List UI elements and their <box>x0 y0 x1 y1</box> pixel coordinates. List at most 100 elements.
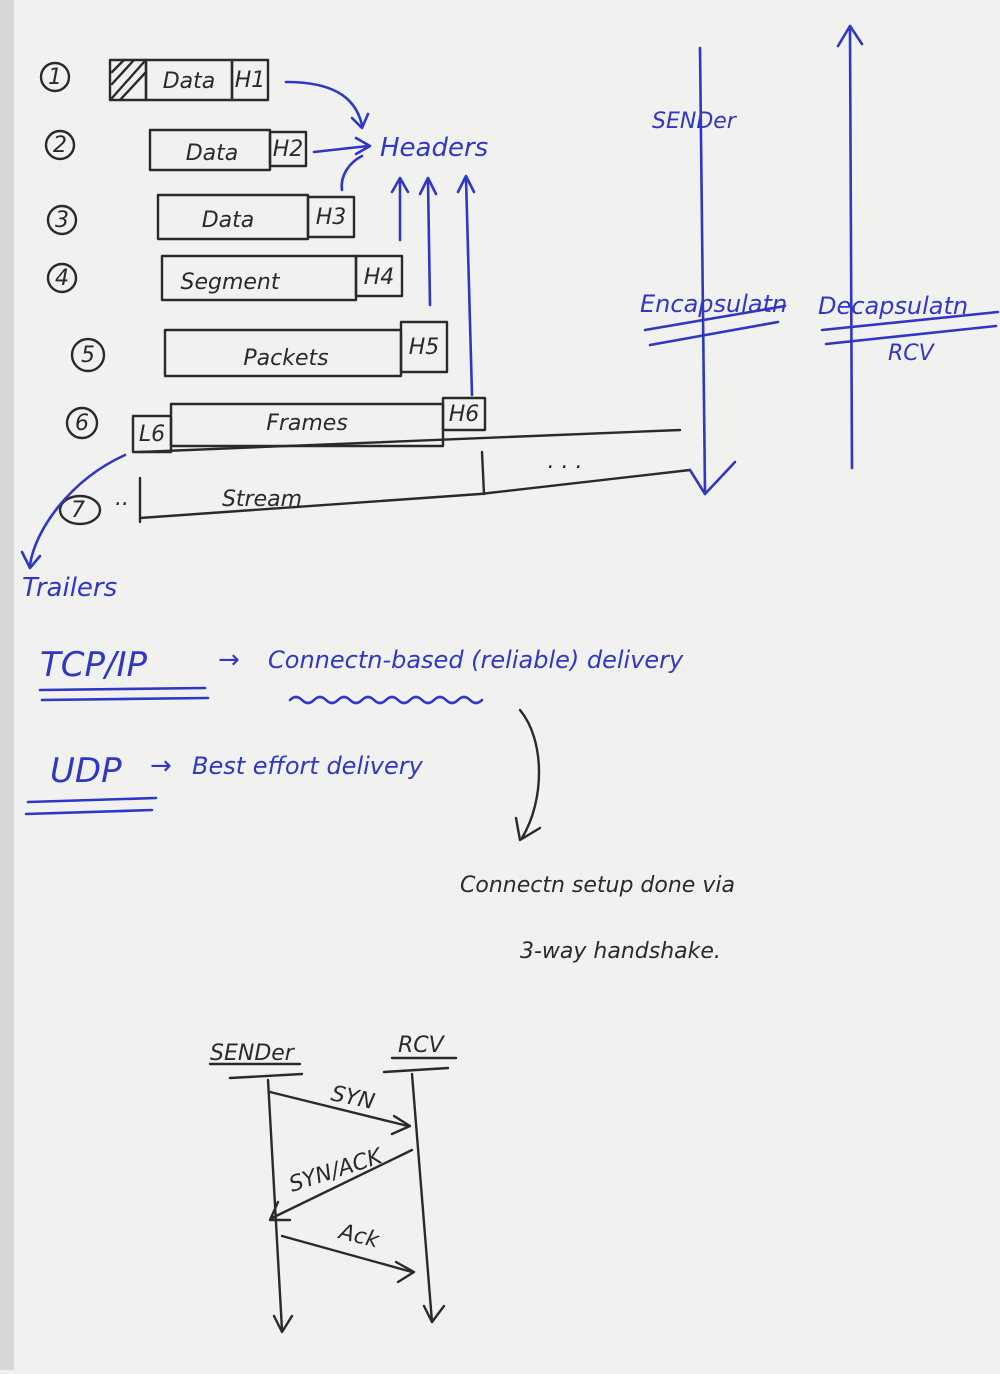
data-unit-label: Packets <box>243 346 328 371</box>
layer-number-circle <box>65 406 99 440</box>
stream-prefix-dots: .. <box>115 486 129 511</box>
layer-number: 4 <box>55 266 69 291</box>
tcp-underline <box>38 686 210 702</box>
layer-number-circle <box>44 129 76 161</box>
layer-number: 3 <box>55 208 69 233</box>
arrow-h6-up <box>464 176 474 397</box>
layer-5-row: 5 Packets H5 <box>70 320 449 378</box>
header-box <box>230 58 270 102</box>
note-line-1: Connectn setup done via <box>460 873 735 898</box>
arrowhead <box>350 112 370 130</box>
data-unit-label: Data <box>186 141 239 166</box>
data-unit-label: Stream <box>222 487 302 512</box>
receiver-bar <box>382 1066 450 1074</box>
arrowhead <box>688 460 737 496</box>
arrowhead <box>390 176 410 194</box>
stream-bottom-edge <box>138 468 692 520</box>
page-edge-shadow <box>0 0 14 1370</box>
layer-6-row: 6 L6 Frames H6 <box>65 396 487 454</box>
layer-number-circle <box>39 61 71 93</box>
layer-number: 5 <box>81 343 95 368</box>
decapsulation-underline <box>820 310 1000 346</box>
syn-arrow <box>268 1090 410 1128</box>
rcv-label: RCV <box>888 341 936 366</box>
headers-label: Headers <box>380 133 488 163</box>
arrow-h5-up <box>426 178 432 307</box>
ack-label: Ack <box>335 1219 383 1254</box>
header-label: H6 <box>449 402 480 427</box>
encapsulation-label: Encapsulatn <box>640 290 787 318</box>
arrowhead <box>354 136 372 156</box>
tcp-label: TCP/IP <box>40 645 147 685</box>
stream-top-edge <box>138 428 682 454</box>
layer-number-circle <box>46 262 78 294</box>
arrowhead <box>456 174 476 194</box>
data-unit-label: Frames <box>266 411 348 436</box>
sender-bar <box>228 1072 304 1080</box>
layer-number-circle <box>70 337 106 373</box>
layer-number-circle <box>58 494 102 526</box>
layer-3-row: 3 Data H3 <box>46 193 356 241</box>
header-label: H3 <box>316 205 347 230</box>
hatch-lines <box>110 58 148 102</box>
arrowhead <box>390 1114 412 1136</box>
decapsulation-label: Decapsulatn <box>818 292 968 320</box>
syn-ack-label: SYN/ACK <box>286 1144 387 1198</box>
trailer-label: L6 <box>139 422 165 447</box>
layer-number: 7 <box>71 498 85 523</box>
header-box <box>354 254 404 298</box>
tcp-squiggle-underline <box>288 695 484 705</box>
layer-1-row: 1 Data H1 <box>39 58 270 102</box>
handshake-receiver-label: RCV <box>398 1033 446 1058</box>
arrowhead <box>418 176 438 196</box>
handshake-sender-label: SENDer <box>210 1041 296 1066</box>
data-unit-label: Data <box>202 208 255 233</box>
tcp-arrow: → <box>218 645 240 675</box>
layer-7-row: 7 .. Stream . . . <box>58 428 692 526</box>
arrowhead <box>268 1200 292 1222</box>
receiver-timeline <box>410 1072 434 1324</box>
stream-continuation: . . . <box>548 449 583 474</box>
arrowhead <box>836 24 864 48</box>
layer-number-circle <box>46 204 78 236</box>
udp-description: Best effort delivery <box>192 752 424 780</box>
data-unit-label: Data <box>163 69 216 94</box>
arrowhead <box>394 1260 416 1284</box>
udp-underline <box>24 796 158 816</box>
stream-divider <box>480 450 486 496</box>
header-label: H5 <box>409 335 440 360</box>
header-box <box>268 130 308 168</box>
sender-down-arrow <box>698 46 707 494</box>
layer-number: 1 <box>48 65 62 90</box>
arrow-h2-to-headers <box>312 144 370 154</box>
receiver-up-arrow <box>848 28 854 470</box>
ack-arrow <box>280 1234 414 1274</box>
header-label: H1 <box>235 68 266 93</box>
syn-ack-arrow <box>270 1148 414 1220</box>
header-box <box>441 396 487 432</box>
arrowhead <box>422 1304 446 1324</box>
arrow-h1-to-headers <box>284 80 364 127</box>
sender-timeline <box>266 1078 284 1332</box>
arrow-to-trailers <box>28 453 127 567</box>
tcp-description: Connectn-based (reliable) delivery <box>268 646 684 674</box>
header-label: H2 <box>273 137 304 162</box>
layer-4-row: 4 Segment H4 <box>46 254 404 302</box>
syn-label: SYN <box>329 1081 377 1115</box>
udp-arrow: → <box>150 751 172 781</box>
brace-arrow <box>518 708 541 840</box>
sender-label: SENDer <box>652 109 738 134</box>
layer-number: 6 <box>75 411 89 436</box>
arrowhead <box>20 550 42 570</box>
header-label: H4 <box>364 265 395 290</box>
data-unit-label: Segment <box>181 270 281 295</box>
arrowhead <box>514 816 542 842</box>
trailers-label: Trailers <box>22 573 117 603</box>
encapsulation-underline <box>643 304 787 347</box>
note-line-2: 3-way handshake. <box>520 939 721 964</box>
layer-number: 2 <box>53 133 67 158</box>
handshake-diagram: SENDer RCV SYN SYN/ACK Ack <box>208 1033 458 1334</box>
header-box <box>306 195 356 239</box>
